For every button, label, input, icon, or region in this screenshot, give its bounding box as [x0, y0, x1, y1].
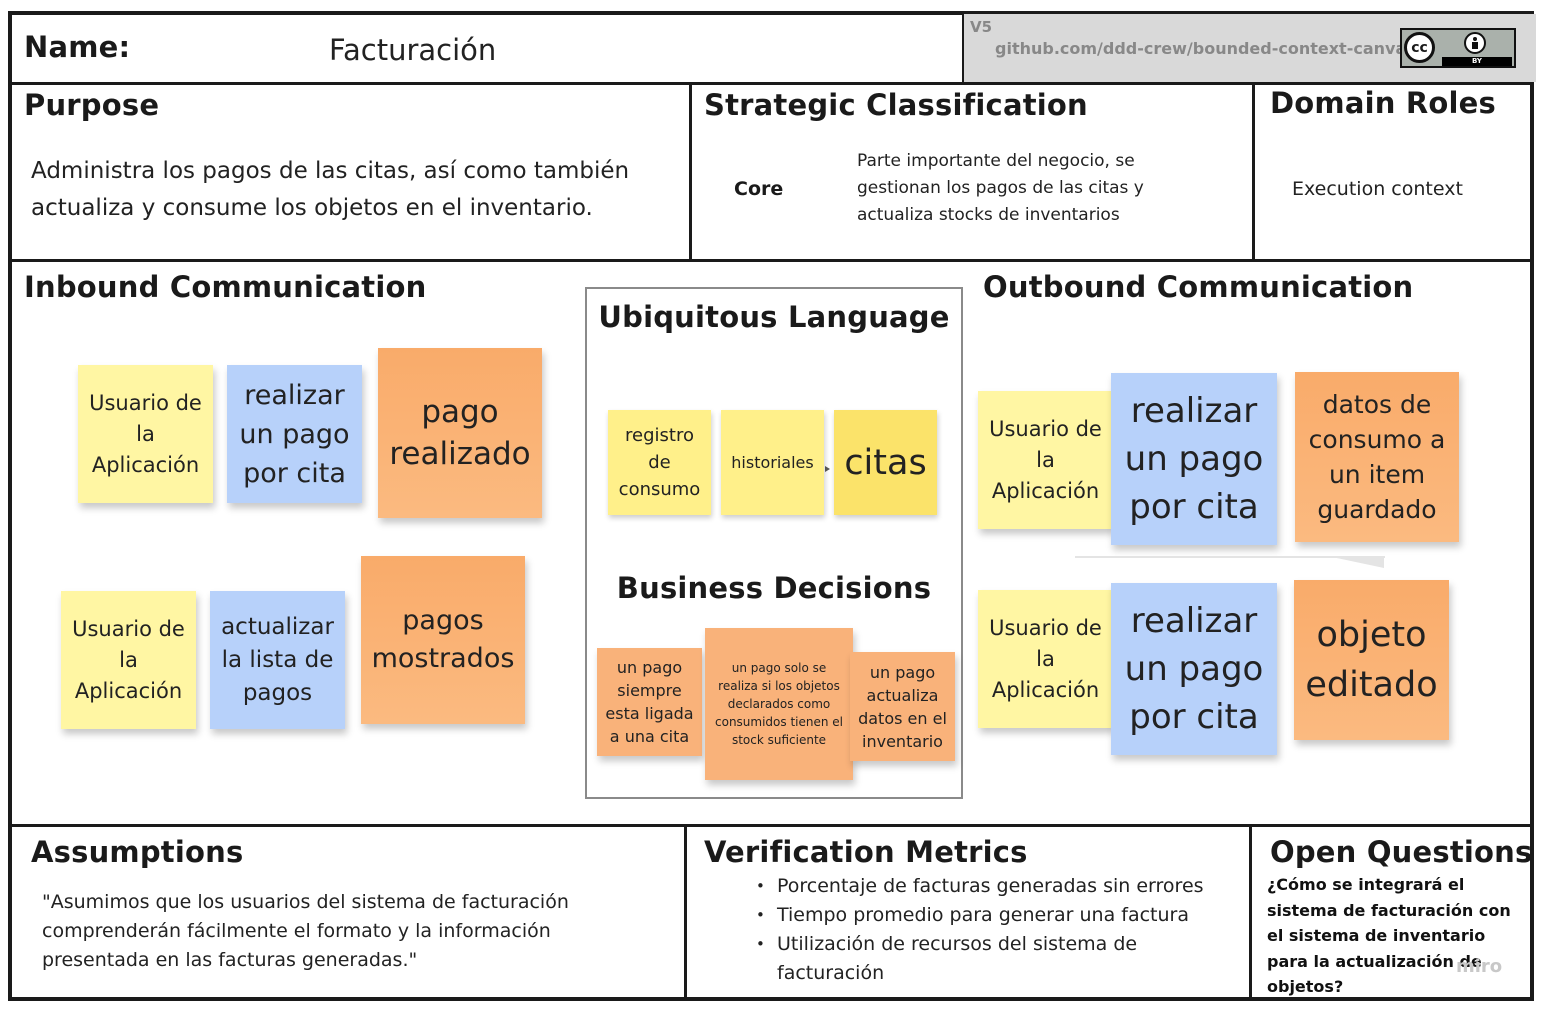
- assumptions-text[interactable]: "Asumimos que los usuarios del sistema d…: [42, 891, 569, 971]
- outbound-event-1[interactable]: datos de consumo a un item guardado: [1295, 372, 1459, 542]
- connector-arrow-icon: [1332, 557, 1384, 568]
- decision-2[interactable]: un pago solo se realiza si los objetos d…: [705, 628, 853, 780]
- term-registro-de-consumo[interactable]: registro de consumo: [608, 410, 711, 515]
- divider-bottom-row: [8, 824, 1534, 827]
- divider-metrics: [1249, 824, 1252, 1001]
- term-historiales[interactable]: historiales: [721, 410, 824, 515]
- cc-license-badge: cc BY: [1400, 28, 1516, 68]
- metric-item[interactable]: Utilización de recursos del sistema de f…: [752, 930, 1222, 988]
- miro-watermark: miro: [1456, 956, 1503, 977]
- by-icon: [1464, 32, 1486, 54]
- github-link[interactable]: github.com/ddd-crew/bounded-context-canv…: [995, 39, 1416, 58]
- inbound-message-1[interactable]: realizar un pago por cita: [227, 365, 362, 503]
- cc-icon: cc: [1404, 32, 1435, 63]
- inbound-message-2[interactable]: actualizar la lista de pagos: [210, 591, 345, 729]
- assumptions-title: Assumptions: [31, 835, 244, 869]
- inbound-title: Inbound Communication: [24, 270, 427, 304]
- open-questions-title: Open Questions: [1270, 835, 1533, 869]
- divider-purpose: [689, 82, 692, 261]
- context-name[interactable]: Facturación: [329, 33, 497, 67]
- purpose-title: Purpose: [24, 88, 160, 122]
- term-citas[interactable]: citas: [834, 410, 937, 515]
- outbound-recipient-2[interactable]: Usuario de la Aplicación: [978, 590, 1113, 728]
- outbound-message-1[interactable]: realizar un pago por cita: [1111, 373, 1277, 545]
- outbound-event-2[interactable]: objeto editado: [1294, 580, 1449, 740]
- business-decisions-title: Business Decisions: [616, 571, 932, 605]
- strategic-label[interactable]: Core: [734, 178, 784, 200]
- decision-1[interactable]: un pago siempre esta ligada a una cita: [597, 648, 702, 756]
- divider-top-row: [8, 259, 1534, 262]
- by-strip: BY: [1442, 57, 1512, 66]
- strategic-text[interactable]: Parte importante del negocio, se gestion…: [857, 151, 1144, 225]
- version-label: V5: [970, 18, 993, 36]
- metrics-list: Porcentaje de facturas generadas sin err…: [752, 872, 1222, 988]
- arrow-head-icon: [825, 466, 830, 472]
- name-label: Name:: [24, 30, 131, 64]
- canvas-frame: [8, 11, 1534, 1001]
- metric-item[interactable]: Tiempo promedio para generar una factura: [752, 901, 1222, 930]
- domain-roles-text[interactable]: Execution context: [1292, 178, 1463, 200]
- outbound-title: Outbound Communication: [983, 270, 1414, 304]
- inbound-sender-2[interactable]: Usuario de la Aplicación: [61, 591, 196, 729]
- divider-header: [8, 82, 1534, 85]
- strategic-title: Strategic Classification: [704, 88, 1088, 122]
- inbound-event-2[interactable]: pagos mostrados: [361, 556, 525, 724]
- decision-3[interactable]: un pago actualiza datos en el inventario: [850, 652, 955, 761]
- connector-line: [1075, 556, 1385, 558]
- metric-item[interactable]: Porcentaje de facturas generadas sin err…: [752, 872, 1222, 901]
- open-questions-text[interactable]: ¿Cómo se integrará el sistema de factura…: [1267, 875, 1511, 996]
- ubiquitous-title: Ubiquitous Language: [598, 300, 950, 334]
- inbound-event-1[interactable]: pago realizado: [378, 348, 542, 518]
- outbound-message-2[interactable]: realizar un pago por cita: [1111, 583, 1277, 755]
- divider-strategic: [1252, 82, 1255, 261]
- metrics-title: Verification Metrics: [704, 835, 1028, 869]
- domain-roles-title: Domain Roles: [1270, 86, 1496, 120]
- purpose-text[interactable]: Administra los pagos de las citas, así c…: [31, 158, 630, 221]
- outbound-recipient-1[interactable]: Usuario de la Aplicación: [978, 391, 1113, 529]
- divider-assumptions: [684, 824, 687, 1001]
- inbound-sender-1[interactable]: Usuario de la Aplicación: [78, 365, 213, 503]
- cc-icon-text: cc: [1411, 39, 1428, 56]
